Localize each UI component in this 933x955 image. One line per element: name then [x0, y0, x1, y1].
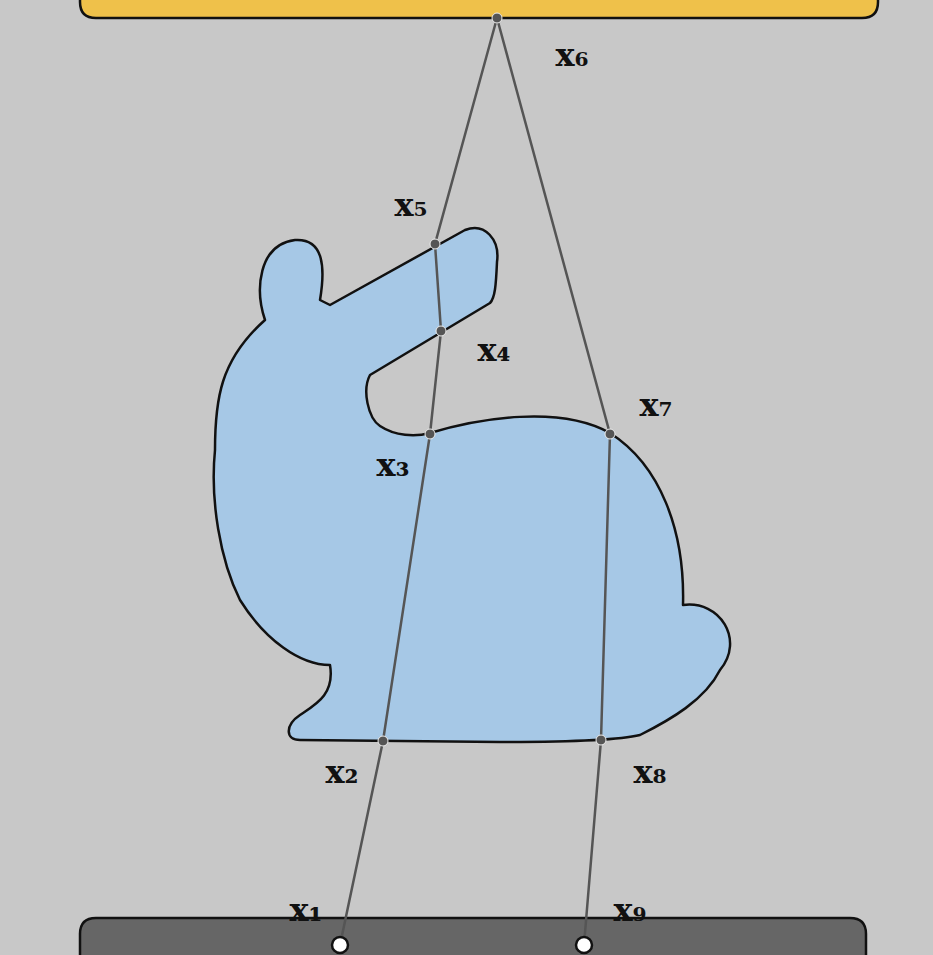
point-label: x₄ — [477, 334, 510, 366]
point-label: x₅ — [394, 189, 427, 221]
light-path — [497, 18, 610, 945]
point-label: x₂ — [325, 756, 358, 788]
light-path — [340, 18, 497, 945]
point-label: x₆ — [555, 39, 588, 71]
vertex-dot — [378, 736, 388, 746]
light-source-bar — [80, 0, 878, 18]
vertex-dot — [605, 429, 615, 439]
vertex-dot — [596, 735, 606, 745]
bunny-shape — [214, 228, 730, 742]
endpoint-dot — [576, 937, 592, 953]
point-label: x₁ — [289, 894, 322, 926]
point-label: x₃ — [376, 449, 409, 481]
vertex-dot — [430, 239, 440, 249]
point-label: x₈ — [633, 756, 666, 788]
point-label: x₉ — [613, 894, 646, 926]
endpoint-dot — [332, 937, 348, 953]
vertex-dot — [492, 13, 502, 23]
sensor-bar — [80, 918, 866, 955]
point-label: x₇ — [639, 389, 672, 421]
vertex-dot — [425, 429, 435, 439]
vertex-dot — [436, 326, 446, 336]
